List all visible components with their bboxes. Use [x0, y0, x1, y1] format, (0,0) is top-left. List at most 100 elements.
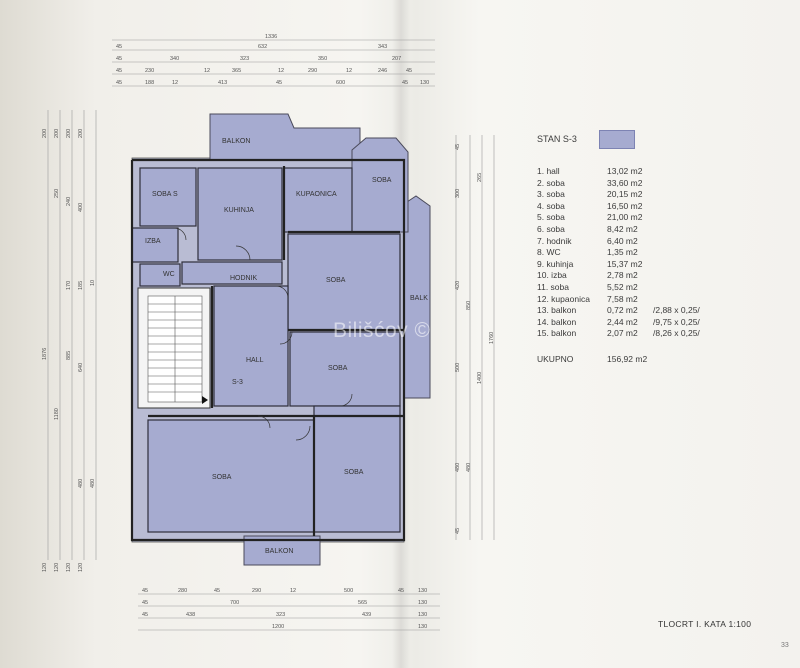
room-soba-right: [289, 331, 401, 407]
svg-text:365: 365: [232, 68, 241, 74]
room-soba-mid: [287, 233, 401, 331]
svg-text:12: 12: [290, 588, 296, 594]
svg-text:500: 500: [344, 588, 353, 594]
svg-text:170: 170: [66, 281, 72, 290]
bottom-dimension-texts: 45 280 45 290 12 500 45 130 45 700 565 1…: [142, 588, 427, 630]
entrance-arrow-icon: [202, 396, 208, 404]
label-soba-s: SOBA S: [152, 191, 178, 198]
svg-text:265: 265: [477, 173, 483, 182]
svg-text:600: 600: [336, 80, 345, 86]
room-hodnik: [181, 261, 283, 285]
svg-text:45: 45: [116, 44, 122, 50]
svg-text:45: 45: [398, 588, 404, 594]
svg-text:565: 565: [358, 600, 367, 606]
svg-text:120: 120: [54, 563, 60, 572]
label-balk-side: BALK: [410, 295, 428, 302]
svg-text:185: 185: [78, 281, 84, 290]
svg-text:480: 480: [466, 463, 472, 472]
top-dim-total: 1336: [265, 34, 277, 40]
svg-text:230: 230: [145, 68, 154, 74]
svg-text:632: 632: [258, 44, 267, 50]
door-swings: [173, 227, 353, 441]
walls: [130, 158, 406, 542]
svg-text:280: 280: [178, 588, 187, 594]
svg-text:850: 850: [466, 301, 472, 310]
svg-text:200: 200: [78, 129, 84, 138]
svg-text:438: 438: [186, 612, 195, 618]
svg-text:45: 45: [142, 612, 148, 618]
svg-text:200: 200: [66, 129, 72, 138]
room-soba-bl: [147, 419, 315, 533]
svg-text:45: 45: [276, 80, 282, 86]
top-dimension-lines: [112, 39, 435, 87]
svg-text:500: 500: [455, 363, 461, 372]
svg-text:400: 400: [78, 203, 84, 212]
svg-text:12: 12: [346, 68, 352, 74]
svg-text:300: 300: [455, 189, 461, 198]
svg-text:290: 290: [252, 588, 261, 594]
label-izba: IZBA: [145, 238, 161, 245]
balcony-bottom: [243, 535, 321, 566]
legend-header: STAN S-3: [537, 129, 767, 149]
label-wc: WC: [163, 271, 175, 278]
room-izba: [131, 227, 179, 263]
svg-text:290: 290: [308, 68, 317, 74]
svg-text:1200: 1200: [272, 624, 284, 630]
room-kuhinja: [197, 167, 283, 261]
svg-text:420: 420: [455, 281, 461, 290]
legend-color-swatch: [598, 129, 635, 149]
svg-text:200: 200: [54, 129, 60, 138]
svg-text:200: 200: [42, 129, 48, 138]
svg-text:343: 343: [378, 44, 387, 50]
room-soba-br: [313, 405, 401, 533]
svg-text:45: 45: [116, 68, 122, 74]
svg-text:207: 207: [392, 56, 401, 62]
svg-text:130: 130: [418, 612, 427, 618]
svg-text:480: 480: [455, 463, 461, 472]
svg-text:246: 246: [378, 68, 387, 74]
svg-text:45: 45: [116, 56, 122, 62]
svg-text:439: 439: [362, 612, 371, 618]
rooms: [131, 167, 401, 533]
stairwell: [137, 287, 211, 409]
label-balkon-top: BALKON: [222, 138, 250, 145]
svg-text:1180: 1180: [54, 408, 60, 420]
svg-text:45: 45: [402, 80, 408, 86]
page-number: 33: [781, 642, 789, 649]
svg-text:120: 120: [78, 563, 84, 572]
label-soba-bl: SOBA: [212, 474, 232, 481]
label-balkon-bottom: BALKON: [265, 548, 293, 555]
room-wc: [139, 263, 181, 287]
label-kuhinja: KUHINJA: [224, 207, 254, 214]
svg-text:120: 120: [66, 563, 72, 572]
svg-text:45: 45: [406, 68, 412, 74]
svg-text:340: 340: [170, 56, 179, 62]
label-hodnik: HODNIK: [230, 275, 258, 282]
label-s3: S-3: [232, 379, 243, 386]
room-hall: [213, 285, 289, 407]
room-kupaonica: [283, 167, 353, 233]
svg-text:188: 188: [145, 80, 154, 86]
svg-text:250: 250: [54, 189, 60, 198]
svg-text:413: 413: [218, 80, 227, 86]
svg-text:1760: 1760: [489, 332, 495, 344]
svg-text:12: 12: [278, 68, 284, 74]
left-dimension-lines: [47, 110, 97, 560]
svg-text:130: 130: [420, 80, 429, 86]
total-value: 156,92 m2: [607, 353, 648, 364]
svg-text:323: 323: [240, 56, 249, 62]
label-soba-br: SOBA: [344, 469, 364, 476]
svg-text:700: 700: [230, 600, 239, 606]
svg-text:45: 45: [214, 588, 220, 594]
svg-text:45: 45: [142, 600, 148, 606]
